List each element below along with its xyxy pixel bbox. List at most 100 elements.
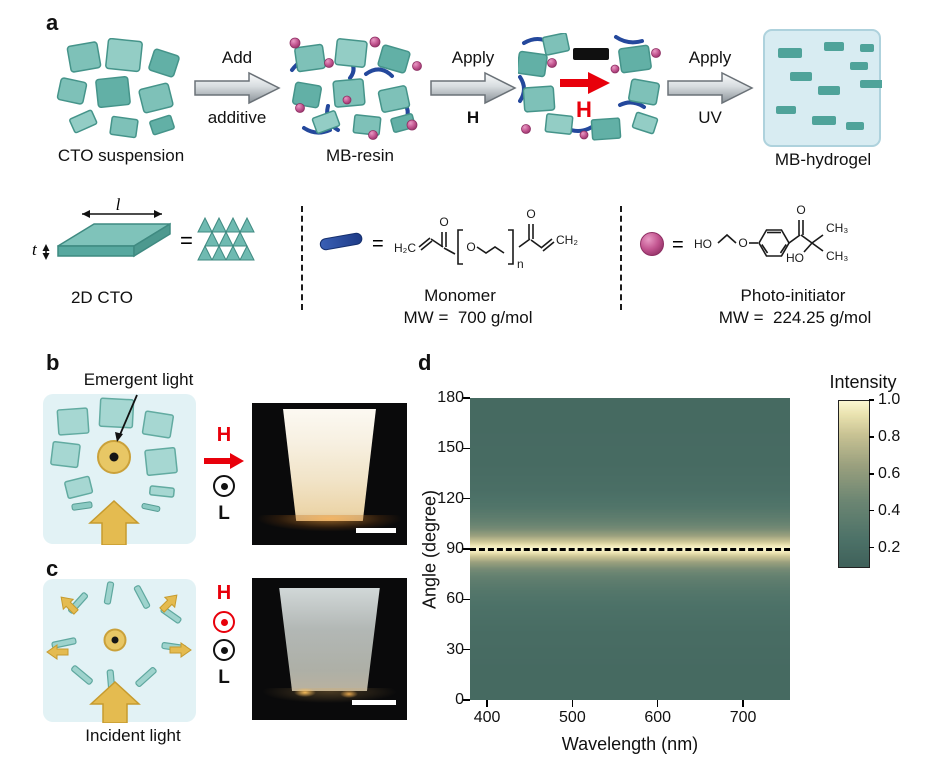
y-tick-mark: [463, 648, 470, 651]
beam-axis-dot: [111, 636, 119, 644]
spectra-heatmap-panel: Intensity Wavelength (nm) Angle (degree)…: [420, 360, 947, 775]
x-tick-label: 700: [729, 709, 757, 726]
photoinitiator-dots-group: [289, 36, 422, 140]
platelet-side-face: [133, 222, 171, 258]
colorbar-tick-label: 1.0: [878, 391, 901, 408]
field-arrow: [560, 72, 610, 94]
photoinitiator-structure: = HO O O CH₃ CH₃ HO: [640, 203, 848, 265]
mb-resin-diagram: [289, 36, 422, 140]
colorbar-tick-mark: [869, 509, 874, 512]
flow-arrow-icon: [194, 71, 281, 105]
aligned-hydrogel-schematic: [43, 394, 196, 545]
out-of-plane-symbol: [213, 639, 235, 661]
platelet-front-face: [57, 245, 135, 257]
colorbar-tick-mark: [869, 399, 874, 401]
atom-label: HO: [786, 251, 804, 265]
h-field-label: H: [216, 424, 232, 446]
monomer-structure: = H₂C O O n O CH₂: [319, 207, 578, 271]
edge-on-platelets-group: [71, 501, 161, 512]
colorbar-tick-mark: [869, 546, 874, 549]
base-glint: [294, 688, 316, 697]
y-tick-mark: [463, 397, 470, 399]
platelets-group: [56, 38, 180, 139]
apply-label: Apply: [451, 48, 495, 67]
equals-sign: =: [180, 228, 193, 253]
y-tick-mark: [463, 699, 470, 701]
dashed-90-degree-line: [470, 547, 790, 551]
h-field-label: H: [466, 108, 480, 127]
mb-hydrogel-label: MB-hydrogel: [774, 150, 872, 169]
photo-hydrogel-aligned: [252, 403, 407, 545]
x-tick-label: 400: [473, 709, 501, 726]
apply-label: Apply: [688, 48, 732, 67]
crystal-array: [197, 216, 255, 261]
x-tick-mark: [656, 700, 659, 707]
add-label: Add: [221, 48, 253, 67]
hydrogel-sample: [279, 588, 380, 691]
atom-label: O: [439, 215, 448, 229]
atom-label: O: [526, 207, 535, 221]
uv-label: UV: [698, 108, 722, 127]
hydrogel-sample: [283, 409, 376, 521]
flow-step-3: Apply UV: [666, 48, 754, 128]
field-annotation-b: H L: [201, 424, 247, 525]
panel-b-label: b: [46, 350, 60, 375]
colorbar-tick-mark: [869, 436, 874, 438]
base-glint: [340, 690, 358, 698]
y-tick-label: 120: [437, 489, 464, 507]
colorbar-tick-label: 0.2: [878, 538, 901, 556]
colorbar-title: Intensity: [829, 372, 897, 392]
colorbar-tick-label: 0.4: [878, 501, 901, 519]
flow-arrow-icon: [667, 71, 754, 105]
cto-suspension-diagram: [56, 38, 180, 139]
atom-label: O: [796, 203, 805, 217]
platelets-group: [292, 38, 416, 136]
scale-bar: [356, 528, 396, 533]
light-label: L: [218, 503, 230, 524]
scattered-light-arrows-group: [46, 594, 192, 660]
x-tick-label: 600: [644, 709, 672, 726]
atom-label: H₂C: [394, 241, 416, 255]
y-tick-label: 0: [455, 691, 464, 708]
length-symbol: l: [116, 198, 121, 214]
y-tick-mark: [463, 548, 470, 550]
flow-arrow-icon: [430, 71, 517, 105]
light-beam-arrow: [88, 499, 140, 545]
x-axis-title: Wavelength (nm): [561, 734, 699, 754]
atom-label: CH₃: [826, 221, 848, 235]
x-tick-mark: [571, 700, 574, 707]
cto-2d-label: 2D CTO: [70, 288, 134, 307]
photoinitiator-mw: MW = 224.25 g/mol: [718, 308, 872, 327]
additive-label: additive: [207, 108, 267, 127]
subscript-n: n: [517, 257, 524, 271]
pointer-arrow: [118, 394, 138, 438]
thickness-symbol: t: [32, 240, 38, 259]
x-tick-mark: [486, 700, 488, 707]
colorbar-tick-label: 0.8: [878, 427, 901, 445]
field-h-label: H: [576, 97, 592, 122]
face-on-platelets-group: [50, 397, 178, 499]
colorbar: [838, 400, 870, 568]
y-tick-mark: [463, 497, 470, 500]
y-tick-label: 150: [437, 439, 464, 457]
scale-bar: [352, 700, 396, 705]
field-direction-arrow: [204, 453, 244, 469]
atom-label: HO: [694, 237, 712, 251]
cto-suspension-label: CTO suspension: [57, 146, 185, 165]
scattering-hydrogel-schematic: [43, 579, 196, 723]
panel-d-label: d: [418, 350, 432, 375]
atom-label: O: [466, 240, 475, 254]
y-tick-label: 180: [437, 389, 464, 406]
y-tick-label: 90: [446, 540, 464, 557]
monomer-label: Monomer: [424, 286, 496, 305]
initiator-sphere-icon: [640, 232, 664, 256]
atom-label: CH₃: [826, 249, 848, 263]
cto-platelet-diagram: l t =: [32, 198, 255, 261]
mb-resin-label: MB-resin: [325, 146, 394, 165]
beam-axis-dot: [109, 452, 119, 462]
field-out-of-plane-symbol: [213, 611, 235, 633]
atom-label: CH₂: [556, 233, 578, 247]
legend-divider: [620, 206, 622, 310]
flow-step-1: Add additive: [190, 48, 284, 128]
